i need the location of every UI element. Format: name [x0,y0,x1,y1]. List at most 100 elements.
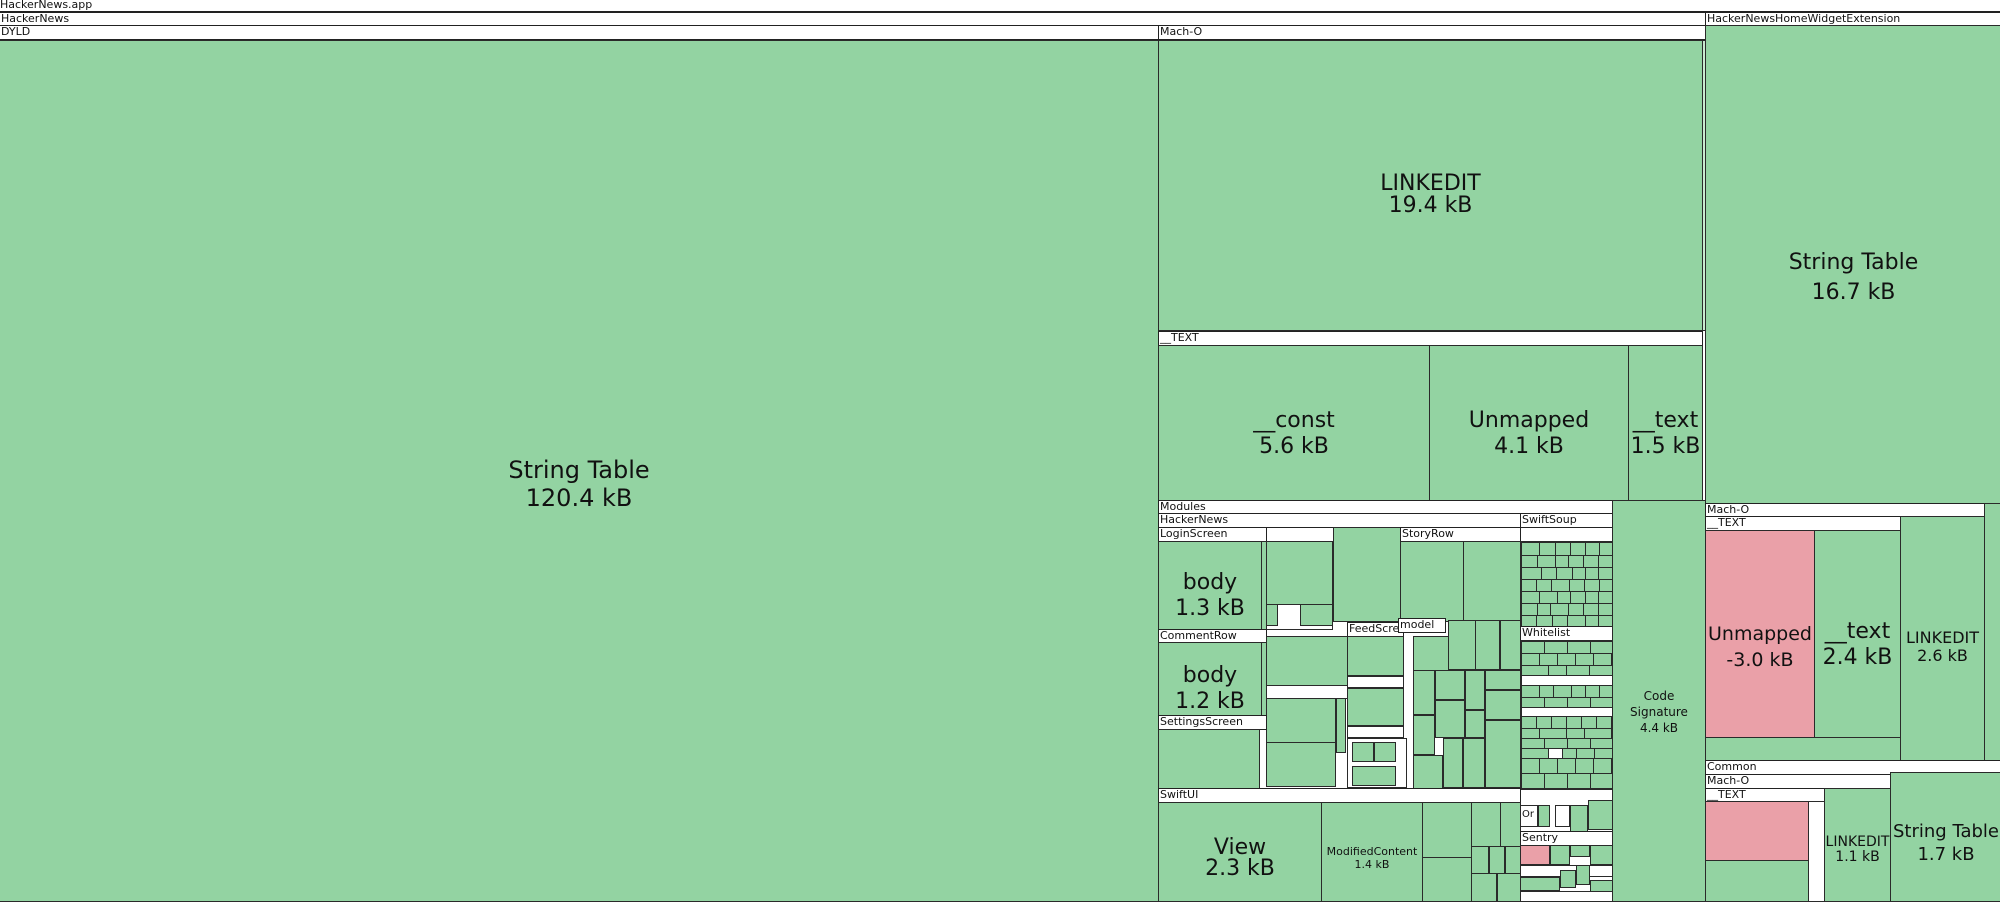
module-cell [1435,700,1465,738]
story-row-block[interactable] [1400,541,1464,622]
swiftui-block[interactable] [1422,802,1472,858]
common-text-block[interactable] [1705,860,1809,902]
model-block[interactable] [1475,620,1500,670]
small-module [1555,805,1570,827]
block-name: String Table [508,456,650,484]
story-row-header[interactable]: StoryRow [1400,527,1521,542]
swiftui-block[interactable] [1500,802,1521,847]
sentry-block [1590,845,1613,865]
grid-cell [1521,773,1545,789]
swiftui-cell [1489,846,1505,874]
swiftui-block[interactable] [1471,802,1501,847]
block-name: LINKEDIT [1380,171,1481,196]
feed-block[interactable] [1347,636,1404,676]
sentry-block [1550,845,1570,865]
module-cell [1374,742,1396,762]
comment-row-header[interactable]: CommentRow [1158,629,1267,643]
block-size: 120.4 kB [525,484,633,513]
feed-block[interactable] [1347,688,1404,726]
grid-cell [1593,758,1612,774]
widget-text-segment-header[interactable]: __TEXT [1705,516,1901,531]
model-block[interactable] [1413,636,1449,671]
sentry-block [1520,877,1560,891]
widget-string-table-block[interactable]: String Table 16.7 kB [1705,25,2000,504]
common-text-side[interactable] [1808,801,1825,902]
text-segment-header[interactable]: __TEXT [1158,331,1703,346]
modified-content-block[interactable]: ModifiedContent 1.4 kB [1321,802,1423,902]
view-block[interactable]: View 2.3 kB [1158,802,1322,902]
block-name: String Table [1788,250,1919,275]
login-small-3 [1266,604,1278,626]
swiftui-cell [1471,873,1497,902]
sentry-header[interactable]: Sentry [1520,831,1613,846]
login-sub-block[interactable] [1333,527,1401,622]
story-row-block[interactable] [1463,541,1521,622]
small-module [1538,805,1550,827]
comment-body-block[interactable]: body 1.2 kB [1158,642,1262,717]
comment-strip [1266,685,1348,699]
login-sub-block[interactable] [1266,541,1333,605]
hackernews-header[interactable]: HackerNews [0,12,1706,26]
comment-sub-block[interactable] [1266,698,1336,743]
grid-cell [1521,758,1540,774]
sentry-negative-block[interactable] [1520,845,1550,865]
root-header[interactable]: HackerNews.app [0,0,2000,12]
block-size: 2.3 kB [1205,856,1275,881]
common-unmapped-block[interactable] [1705,801,1809,861]
common-linkedit-block[interactable]: LINKEDIT 1.1 kB [1824,788,1891,902]
text-block[interactable]: __text 1.5 kB [1628,345,1703,501]
block-size: 5.6 kB [1259,433,1329,459]
code-signature-block[interactable]: Code Signature 4.4 kB [1612,500,1706,902]
block-name: ModifiedContent [1326,845,1418,858]
macho-header[interactable]: Mach-O [1158,25,1706,40]
dyld-header[interactable]: DYLD [0,25,1159,40]
model-block[interactable] [1448,620,1476,670]
module-cell [1463,738,1485,788]
widget-macho-sliver[interactable] [1984,503,2000,761]
const-block[interactable]: __const 5.6 kB [1158,345,1430,501]
module-cell [1413,715,1435,755]
hackernews-module-header[interactable]: HackerNews [1158,513,1521,528]
comment-sub-block[interactable] [1266,636,1348,686]
login-small-4 [1300,604,1333,626]
dyld-string-table-block[interactable]: String Table 120.4 kB [0,40,1159,902]
widget-text-block[interactable]: __text 2.4 kB [1814,530,1901,738]
module-cell [1352,742,1374,762]
swiftui-block[interactable] [1422,857,1472,902]
block-name: LINKEDIT [1905,628,1979,647]
modules-header[interactable]: Modules [1158,500,1613,514]
common-text-segment-header[interactable]: __TEXT [1705,788,1825,802]
model-header[interactable]: model [1398,618,1446,633]
settings-screen-header[interactable]: SettingsScreen [1158,715,1267,730]
block-name: Code Signature [1630,689,1688,719]
swiftsoup-header[interactable]: SwiftSoup [1520,513,1613,528]
login-body-block[interactable]: body 1.3 kB [1158,541,1262,630]
grid-cell [1544,773,1568,789]
feed-screen-header[interactable]: FeedScreen [1347,622,1404,637]
unmapped-block[interactable]: Unmapped 4.1 kB [1429,345,1629,501]
widget-header[interactable]: HackerNewsHomeWidgetExtension [1705,12,2000,26]
widget-macho-header[interactable]: Mach-O [1705,503,1985,517]
common-string-table-block[interactable]: String Table 1.7 kB [1890,772,2000,902]
widget-unmapped-block[interactable]: Unmapped -3.0 kB [1705,530,1815,738]
block-size: 19.4 kB [1388,193,1473,218]
widget-linkedit-block[interactable]: LINKEDIT 2.6 kB [1900,516,1985,761]
module-cell [1413,670,1435,715]
sentry-block [1576,865,1590,885]
block-name: View [1213,835,1267,860]
feed-strip [1347,676,1404,688]
block-size: 4.4 kB [1639,721,1679,735]
linkedit-block[interactable]: LINKEDIT 19.4 kB [1158,40,1703,331]
model-block[interactable] [1500,620,1521,670]
widget-text-bottom[interactable] [1705,737,1901,761]
settings-block[interactable] [1266,742,1336,787]
swiftui-header[interactable]: SwiftUI [1158,788,1521,803]
settings-block[interactable] [1158,729,1260,789]
whitelist-header[interactable]: Whitelist [1520,626,1613,641]
block-size: 2.4 kB [1822,645,1893,670]
block-size: 2.6 kB [1917,646,1968,665]
login-screen-header[interactable]: LoginScreen [1158,527,1267,542]
block-size: 1.4 kB [1354,858,1390,871]
module-cell [1485,720,1521,788]
grid-cell [1539,758,1558,774]
